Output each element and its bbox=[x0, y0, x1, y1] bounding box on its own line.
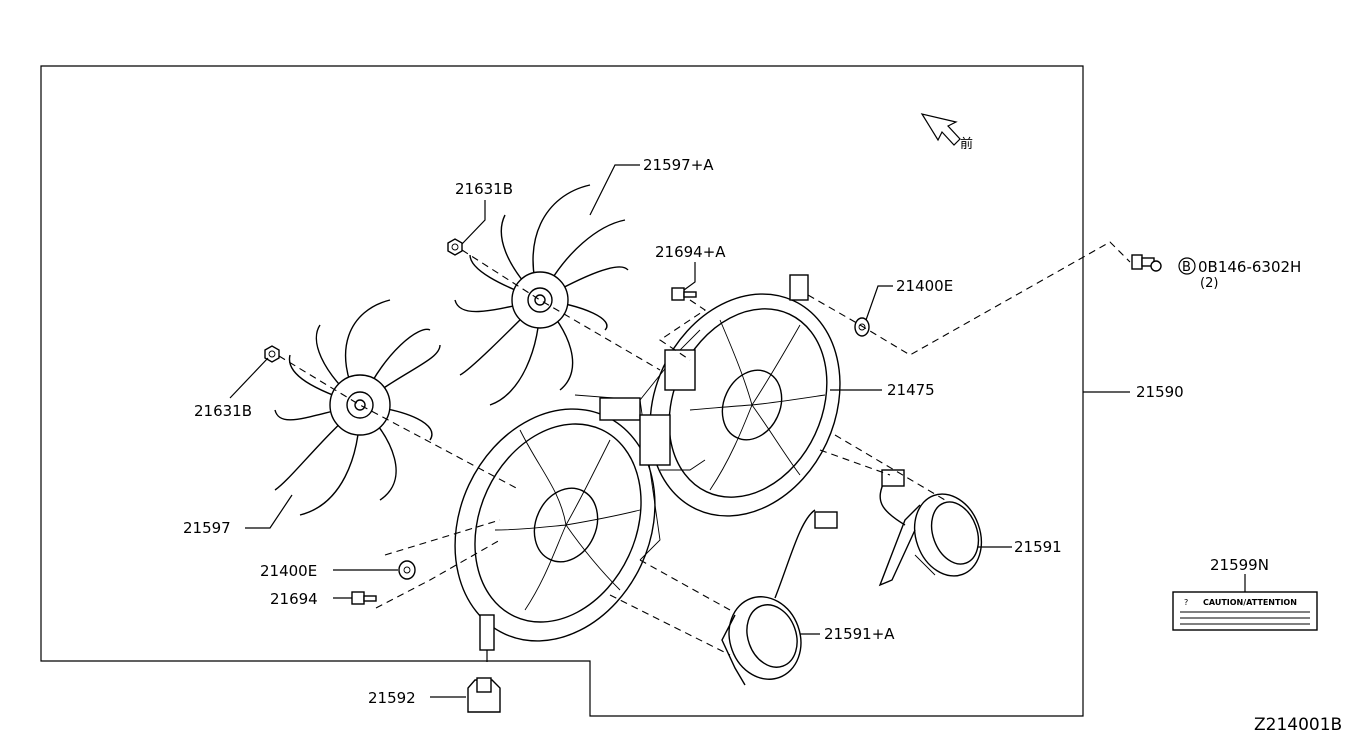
label-bolt-ref: 0B146-6302H bbox=[1198, 258, 1301, 276]
caution-label-mark: ? bbox=[1184, 598, 1188, 607]
nut-right-icon bbox=[447, 238, 463, 256]
bolt-reference: B 0B146-6302H (2) bbox=[1178, 257, 1301, 291]
label-nut-left: 21631B bbox=[194, 402, 252, 420]
fan-blade-right bbox=[454, 184, 629, 406]
bolt-ref-prefix: B bbox=[1182, 260, 1191, 275]
label-fan-left: 21597 bbox=[183, 519, 231, 537]
label-motor-right: 21591 bbox=[1014, 538, 1062, 556]
label-grommet-left: 21400E bbox=[260, 562, 317, 580]
nut-left-icon bbox=[264, 345, 280, 363]
leader-lines bbox=[229, 164, 1246, 698]
fan-shroud-right-ring bbox=[649, 293, 841, 517]
label-motor-left: 21591+A bbox=[824, 625, 895, 643]
assembly-dashed-lines bbox=[278, 241, 1131, 656]
label-bolt-left: 21694 bbox=[270, 590, 318, 608]
label-nut-right: 21631B bbox=[455, 180, 513, 198]
label-bolt-right: 21694+A bbox=[655, 243, 726, 261]
fan-blade-left bbox=[274, 299, 441, 516]
bolt-left-icon bbox=[351, 591, 377, 605]
grommet-left-icon bbox=[398, 560, 416, 580]
fan-motor-left bbox=[721, 509, 838, 686]
bracket-icon bbox=[467, 677, 501, 713]
bolt-right-icon bbox=[671, 287, 697, 301]
grommet-right-icon bbox=[854, 317, 870, 337]
direction-mark: 前 bbox=[960, 136, 973, 152]
label-caution: 21599N bbox=[1210, 556, 1269, 574]
fan-motor-right bbox=[878, 469, 983, 587]
label-bolt-ref-qty: (2) bbox=[1200, 276, 1218, 291]
label-shroud: 21475 bbox=[887, 381, 935, 399]
front-direction-arrow-icon: 前 bbox=[920, 113, 973, 152]
label-fan-right: 21597+A bbox=[643, 156, 714, 174]
label-assembly: 21590 bbox=[1136, 383, 1184, 401]
label-bracket: 21592 bbox=[368, 689, 416, 707]
label-grommet-right: 21400E bbox=[896, 277, 953, 295]
bolt-external-icon bbox=[1131, 254, 1162, 272]
caution-label-icon: ? CAUTION/ATTENTION bbox=[1172, 591, 1318, 631]
assembly-boundary bbox=[40, 65, 1084, 717]
caution-label-text: CAUTION/ATTENTION bbox=[1203, 598, 1297, 607]
fan-shroud-frame bbox=[479, 274, 809, 662]
drawing-id: Z214001B bbox=[1254, 715, 1342, 735]
